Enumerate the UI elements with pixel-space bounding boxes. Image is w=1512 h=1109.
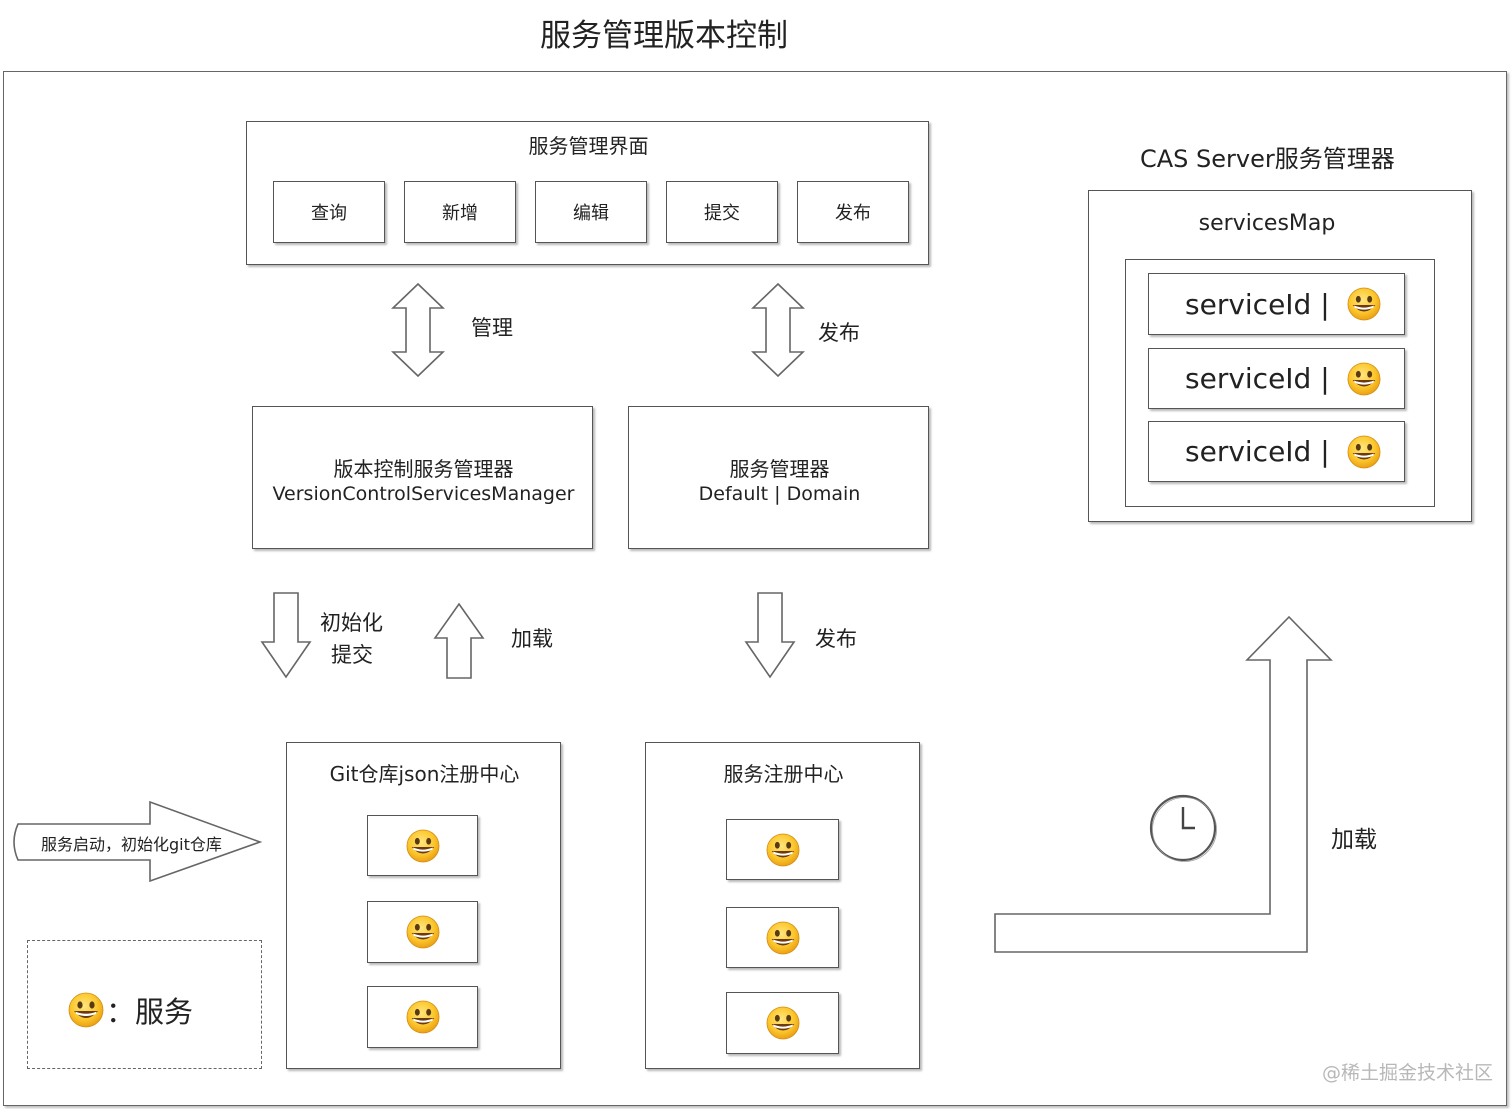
grinning-face-icon	[406, 829, 440, 863]
version-control-services-manager: 版本控制服务管理器 VersionControlServicesManager	[252, 406, 593, 549]
watermark: @稀土掘金技术社区	[1322, 1062, 1494, 1084]
registry-service-item	[726, 819, 839, 880]
git-service-item	[367, 815, 478, 876]
cas-title: CAS Server服务管理器	[1140, 145, 1395, 173]
registry-service-item	[726, 907, 839, 968]
svc-manager-name-en: Default | Domain	[698, 483, 861, 505]
service-entry: serviceId |	[1148, 348, 1405, 409]
vc-manager-name-cn: 版本控制服务管理器	[333, 457, 514, 481]
grinning-face-icon	[406, 915, 440, 949]
query-button[interactable]: 查询	[273, 181, 385, 243]
grinning-face-icon	[766, 921, 800, 955]
add-button[interactable]: 新增	[404, 181, 516, 243]
grinning-face-icon	[68, 992, 104, 1028]
grinning-face-icon	[1347, 287, 1381, 321]
service-entry-label: serviceId |	[1185, 435, 1339, 468]
svc-registry-title: 服务注册中心	[723, 762, 844, 786]
grinning-face-icon	[1347, 435, 1381, 469]
git-service-item	[367, 901, 478, 963]
service-entry-label: serviceId |	[1185, 287, 1339, 321]
publish-label-mid: 发布	[815, 627, 857, 651]
registry-service-item	[726, 992, 839, 1054]
publish-label-top: 发布	[818, 321, 860, 345]
services-manager: 服务管理器 Default | Domain	[628, 406, 929, 549]
manage-label: 管理	[471, 316, 513, 340]
legend-text: ：服务	[106, 995, 194, 1029]
grinning-face-icon	[406, 1000, 440, 1034]
git-registry-title: Git仓库json注册中心	[329, 762, 520, 786]
load-label-left: 加载	[511, 627, 553, 651]
submit-button[interactable]: 提交	[666, 181, 778, 243]
publish-button[interactable]: 发布	[797, 181, 909, 243]
load-l-arrow	[994, 615, 1333, 953]
grinning-face-icon	[766, 833, 800, 867]
service-entry: serviceId |	[1148, 273, 1405, 335]
startup-label: 服务启动，初始化git仓库	[41, 835, 222, 854]
init-label-line2: 提交	[331, 643, 373, 667]
legend-entry: ：服务	[68, 989, 193, 1031]
services-map-title: servicesMap	[1198, 211, 1336, 236]
diagram-frame	[3, 71, 1507, 1106]
git-service-item	[367, 986, 478, 1048]
init-label-line1: 初始化	[320, 611, 383, 635]
vc-manager-name-en: VersionControlServicesManager	[272, 483, 575, 505]
service-entry: serviceId |	[1148, 421, 1405, 482]
manage-double-arrow	[391, 282, 445, 378]
legend-box: ：服务	[27, 940, 262, 1069]
grinning-face-icon	[766, 1006, 800, 1040]
page-title: 服务管理版本控制	[540, 18, 788, 54]
init-down-arrow	[260, 592, 312, 679]
publish-double-arrow	[751, 282, 805, 378]
grinning-face-icon	[1347, 362, 1381, 396]
load-label-right: 加载	[1331, 827, 1377, 853]
ui-panel-title: 服务管理界面	[528, 134, 649, 158]
startup-right-arrow	[13, 800, 263, 883]
service-entry-label: serviceId |	[1185, 362, 1339, 395]
clock-icon	[1149, 794, 1217, 862]
svc-manager-name-cn: 服务管理器	[729, 457, 830, 481]
edit-button[interactable]: 编辑	[535, 181, 647, 243]
load-up-arrow	[433, 602, 485, 679]
publish-down-arrow	[744, 592, 796, 679]
